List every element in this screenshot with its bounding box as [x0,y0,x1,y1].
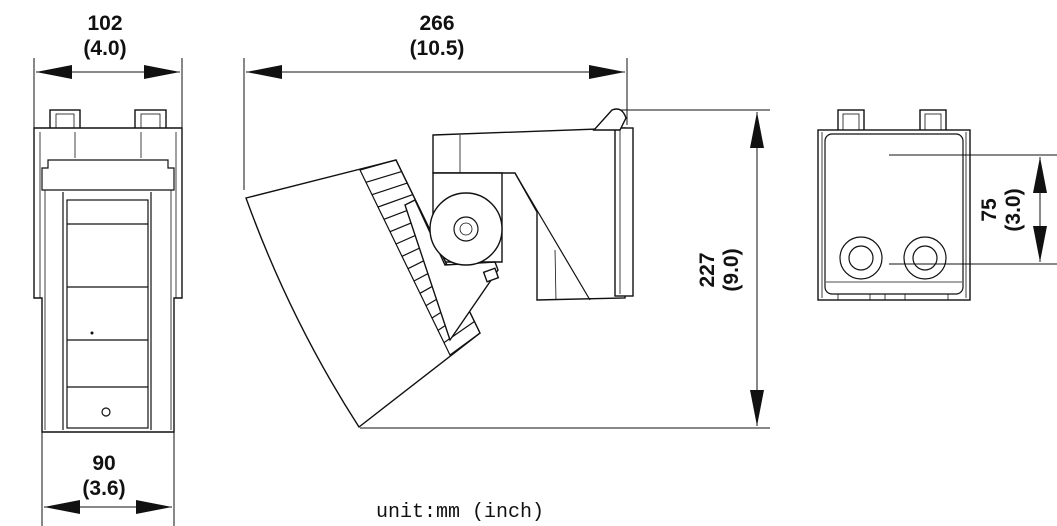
label-hole-pitch-mm: 75 [978,198,1001,222]
fin [377,194,414,208]
lock-screw [482,267,500,283]
rear-view: 75 (3.0) [817,109,1057,301]
sensor-dot [90,331,94,335]
back-plate [614,127,634,297]
mount-tab [837,109,865,133]
pivot-knob [429,192,503,266]
mount-tab [919,109,947,133]
label-depth-mm: 266 [419,12,454,35]
side-view: 266 (10.5) 227 (9.0) [243,12,770,429]
unit-note: unit:mm (inch) [376,501,544,524]
top-hook [592,108,627,131]
front-view: 102 (4.0) 90 (3.6) [33,12,183,526]
label-hole-pitch-inch: (3.0) [1002,188,1025,231]
front-face [66,199,149,429]
screw-hole [101,407,111,417]
mount-tab [134,109,167,131]
label-width-top-inch: (4.0) [83,37,126,60]
label-height-mm: 227 [696,252,719,287]
cable-gland [903,236,947,280]
mount-tab [49,109,81,131]
label-width-bottom-inch: (3.6) [82,477,125,500]
fin [371,182,408,196]
label-height-inch: (9.0) [720,248,743,291]
label-width-top-mm: 102 [87,12,122,35]
rear-panel [824,133,964,295]
rear-body [817,129,971,301]
cable-gland [839,236,883,280]
pivot-screw [453,216,479,242]
front-hood [41,159,175,191]
fin [365,170,402,183]
label-width-bottom-mm: 90 [92,452,115,475]
label-depth-inch: (10.5) [410,37,465,60]
lens-ring [404,199,499,342]
